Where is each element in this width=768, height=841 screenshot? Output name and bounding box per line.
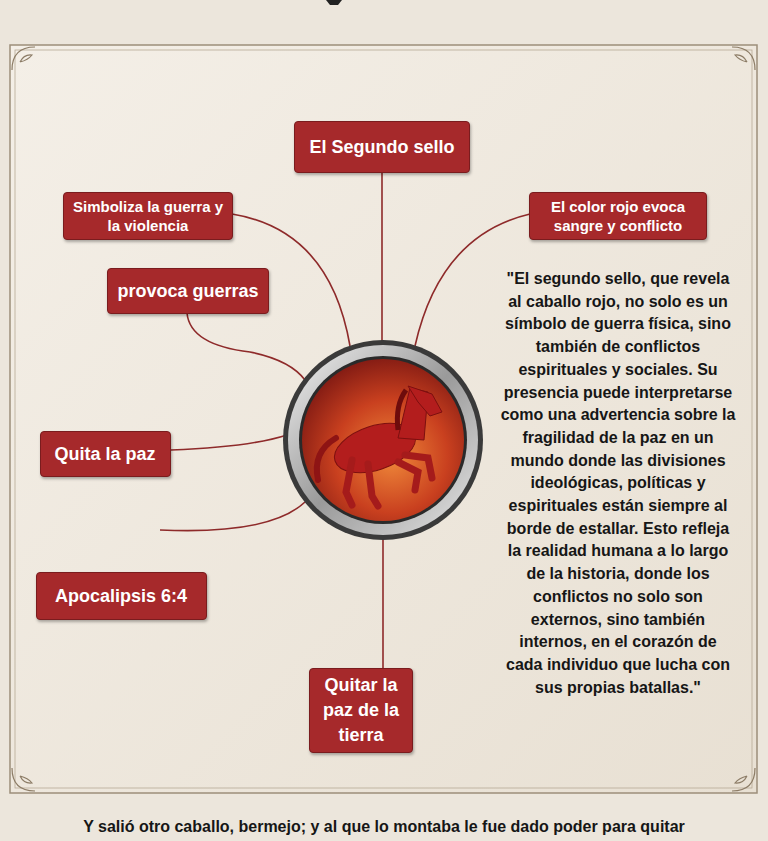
cut-fragment [326, 0, 342, 5]
horse-medallion [283, 340, 483, 540]
leader-lines [160, 172, 530, 668]
corner-ornaments [12, 47, 755, 791]
panel [10, 45, 757, 793]
box-text: El color rojo evoca sangre y conflicto [536, 197, 700, 235]
box-text: Apocalipsis 6:4 [43, 585, 200, 607]
panel-inner-border [15, 50, 752, 788]
box-text: El Segundo sello [301, 136, 463, 158]
quote-text: "El segundo sello, que revela al caballo… [500, 268, 736, 699]
verse-text: Y salió otro caballo, bermejo; y al que … [4, 817, 764, 837]
label-box: provoca guerras [107, 268, 269, 314]
box-text: Quita la paz [47, 443, 164, 465]
label-box: El color rojo evoca sangre y conflicto [529, 192, 707, 240]
box-text: Quitar la paz de la tierra [316, 673, 406, 748]
box-text: provoca guerras [114, 280, 262, 302]
label-box: Quitar la paz de la tierra [309, 668, 413, 753]
label-box: Quita la paz [40, 431, 171, 477]
label-box: El Segundo sello [294, 121, 470, 173]
box-text: Simboliza la guerra y la violencia [70, 197, 226, 235]
label-box: Simboliza la guerra y la violencia [63, 192, 233, 240]
label-box: Apocalipsis 6:4 [36, 572, 207, 620]
